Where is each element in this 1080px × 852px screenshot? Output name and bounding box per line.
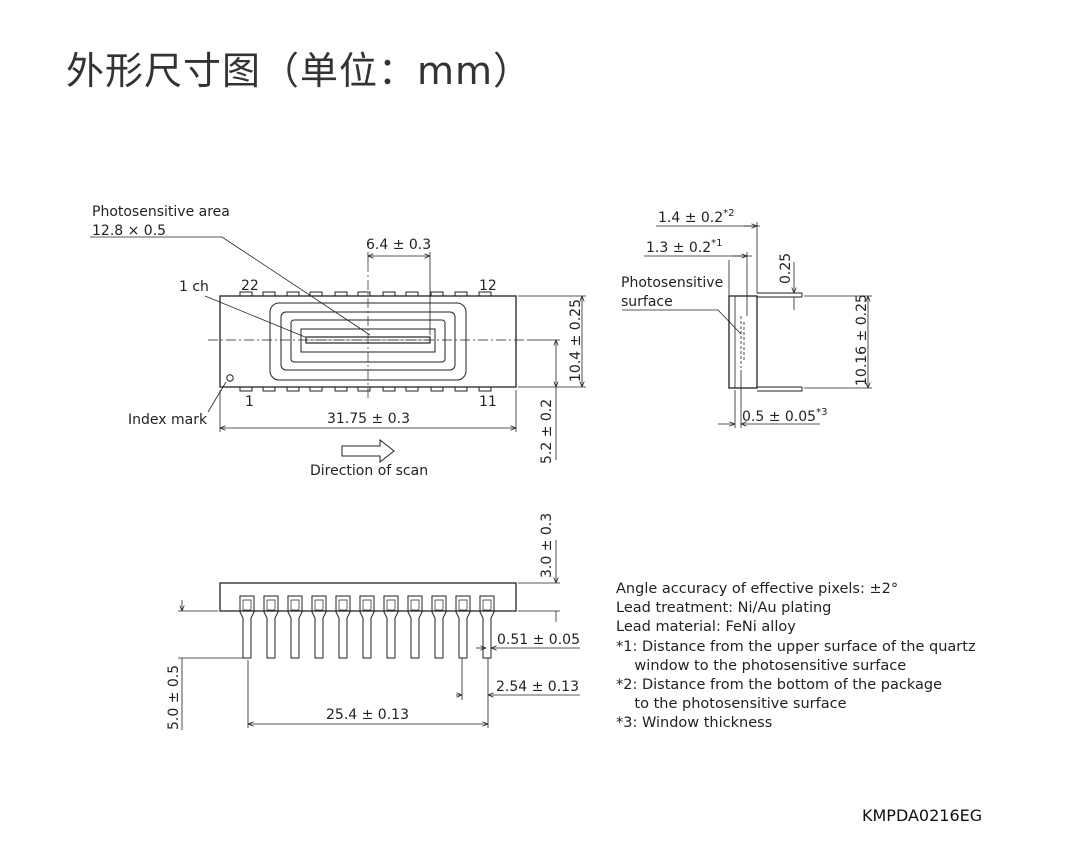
lead-pin-shoulder [434, 599, 444, 611]
note-line: *1: Distance from the upper surface of t… [616, 638, 976, 655]
lead-pin [407, 595, 423, 659]
notes-block: Angle accuracy of effective pixels: ±2° … [616, 580, 976, 734]
label-index-mark: Index mark [128, 412, 208, 428]
lead-pin [287, 595, 303, 659]
label-pin1: 1 [245, 394, 254, 410]
package-body [219, 295, 517, 388]
lead-pin [335, 595, 351, 659]
label-pin11: 11 [479, 394, 497, 410]
lead-pin [359, 595, 375, 659]
dim-side-13: 1.3 ± 0.2*1 [646, 238, 723, 256]
side-body [728, 295, 758, 389]
dim-lead-254: 2.54 ± 0.13 [496, 679, 579, 695]
dim-lead-254-span: 25.4 ± 0.13 [326, 707, 409, 723]
page-title: 外形尺寸图（单位：mm） [66, 49, 533, 93]
label-photosensitive-surface-2: surface [621, 294, 673, 310]
dim-width-total: 31.75 ± 0.3 [327, 411, 410, 427]
dim-lead-50: 5.0 ± 0.5 [166, 665, 182, 730]
note-line: window to the photosensitive surface [616, 657, 907, 674]
lead-pin-shoulder [458, 599, 468, 611]
lead-pin [479, 595, 495, 659]
label-photosensitive-surface-1: Photosensitive [621, 275, 723, 291]
note-line: Lead treatment: Ni/Au plating [616, 600, 832, 617]
lead-pin-shoulder [362, 599, 372, 611]
lead-pin [263, 595, 279, 659]
front-view [178, 540, 580, 730]
label-pin12: 12 [479, 278, 497, 294]
lead-pin [311, 595, 327, 659]
label-1ch: 1 ch [179, 279, 209, 295]
lead-pin-shoulder [338, 599, 348, 611]
label-photosensitive-area: Photosensitive area [92, 204, 230, 220]
lead-pin-shoulder [314, 599, 324, 611]
lead-pin [431, 595, 447, 659]
dim-side-05: 0.5 ± 0.05*3 [742, 407, 827, 425]
lead-pin-shoulder [290, 599, 300, 611]
dim-offset-bottom: 5.2 ± 0.2 [539, 399, 555, 464]
note-line: *3: Window thickness [616, 715, 773, 732]
dim-pitch-top: 6.4 ± 0.3 [366, 237, 431, 253]
lead-pin-shoulder [386, 599, 396, 611]
dim-lead-051: 0.51 ± 0.05 [497, 632, 580, 648]
lead-pin-shoulder [482, 599, 492, 611]
dim-side-14: 1.4 ± 0.2*2 [658, 208, 735, 226]
front-body [219, 582, 517, 612]
dim-side-025: 0.25 [778, 253, 794, 284]
note-line: *2: Distance from the bottom of the pack… [616, 677, 942, 694]
scan-direction-arrow-icon [341, 438, 395, 464]
lead-pin [383, 595, 399, 659]
lead-pin [239, 595, 255, 659]
drawing-code: KMPDA0216EG [862, 806, 983, 825]
note-line: Angle accuracy of effective pixels: ±2° [616, 581, 899, 597]
label-area-size: 12.8 × 0.5 [92, 223, 166, 239]
lead-pin [455, 595, 471, 659]
side-view [622, 222, 872, 428]
note-line: to the photosensitive surface [616, 696, 847, 713]
top-view [90, 236, 586, 464]
lead-pin-shoulder [410, 599, 420, 611]
dim-height-pkg: 10.4 ± 0.25 [568, 299, 584, 382]
label-direction-scan: Direction of scan [310, 463, 428, 479]
dim-front-30: 3.0 ± 0.3 [539, 513, 555, 578]
dim-side-1016: 10.16 ± 0.25 [854, 294, 870, 386]
note-line: Lead material: FeNi alloy [616, 619, 796, 636]
lead-pin-shoulder [266, 599, 276, 611]
label-pin22: 22 [241, 278, 259, 294]
index-mark-icon [226, 374, 234, 382]
lead-pin-shoulder [242, 599, 252, 611]
